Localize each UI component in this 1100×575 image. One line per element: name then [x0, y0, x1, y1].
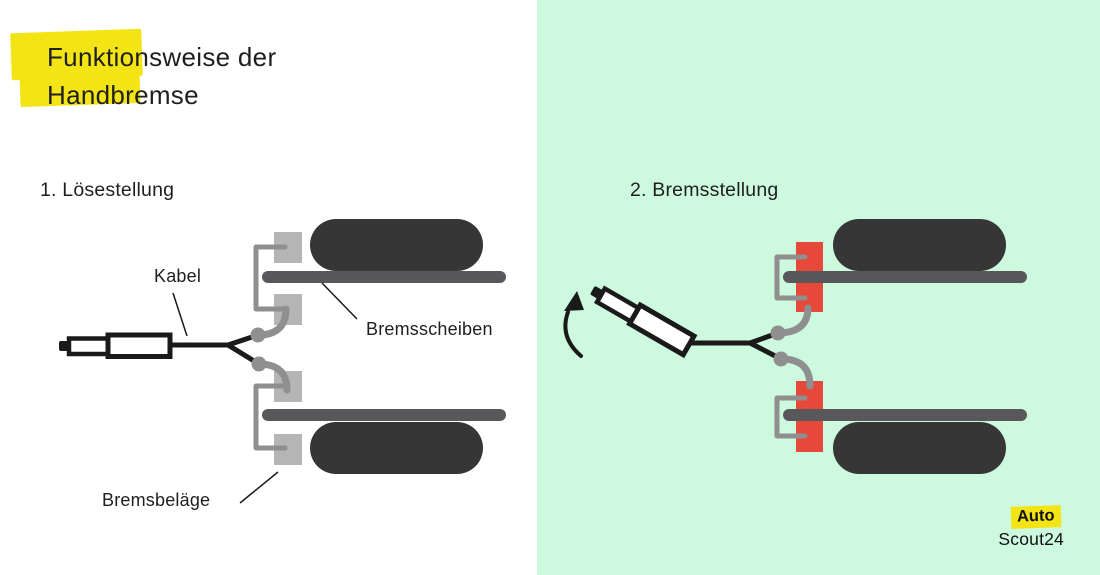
panel-braking-background	[537, 0, 1100, 575]
page-title-line-1: Funktionsweise der	[47, 42, 277, 72]
label-cable: Kabel	[154, 266, 202, 286]
autoscout24-logo: Auto Scout24	[998, 505, 1064, 549]
logo-auto-highlight: Auto	[1011, 505, 1062, 529]
section-label-released: 1. Lösestellung	[40, 179, 175, 201]
logo-scout24-text: Scout24	[998, 528, 1064, 549]
label-brake-discs: Bremsscheiben	[366, 319, 493, 339]
label-brake-pads: Bremsbeläge	[102, 490, 211, 510]
section-label-braking: 2. Bremsstellung	[630, 179, 779, 201]
page-title-line-2: Handbremse	[47, 80, 199, 110]
